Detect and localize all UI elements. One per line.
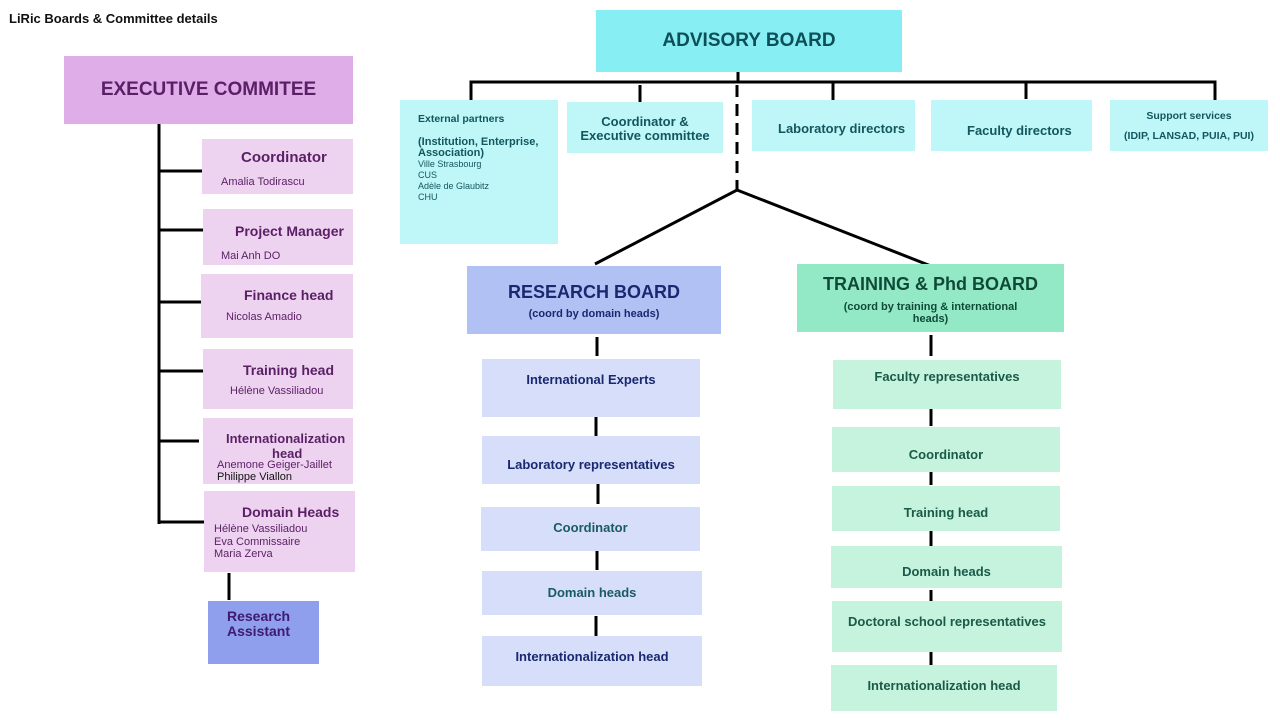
executive-committee-box[interactable]: EXECUTIVE COMMITEE <box>64 56 353 124</box>
training-member[interactable]: Training head <box>832 486 1060 531</box>
external-partners-title: External partners <box>418 113 505 125</box>
member-name: Hélène Vassiliadou <box>214 523 308 535</box>
research-member-label: International Experts <box>526 372 656 387</box>
training-member[interactable]: Domain heads <box>831 546 1062 588</box>
training-member-label: Doctoral school representatives <box>848 614 1046 629</box>
advisory-member-label: Laboratory directors <box>778 121 906 136</box>
exec-member-finance-head[interactable]: Finance head Nicolas Amadio <box>201 274 353 338</box>
training-member-label: Coordinator <box>908 447 984 462</box>
training-member-label: Training head <box>903 505 989 520</box>
member-role: Internationalization <box>226 431 346 446</box>
page-title: LiRic Boards & Committee details <box>9 11 218 26</box>
advisory-member-label: Faculty directors <box>967 123 1072 138</box>
support-services-title: Support services <box>1146 110 1232 122</box>
research-member-label: Internationalization head <box>515 649 669 664</box>
advisory-laboratory-directors[interactable]: Laboratory directors <box>752 100 915 151</box>
research-assistant-label: Research <box>227 608 291 624</box>
support-services-detail: (IDIP, LANSAD, PUIA, PUI) <box>1124 130 1254 142</box>
research-member[interactable]: Coordinator <box>481 507 700 551</box>
member-name: Eva Commissaire <box>214 536 301 548</box>
member-role: Finance head <box>244 287 334 303</box>
advisory-member-label: Executive committee <box>580 128 710 143</box>
advisory-board-box[interactable]: ADVISORY BOARD <box>596 10 902 72</box>
member-role: Project Manager <box>235 223 344 239</box>
member-role: Training head <box>243 362 335 378</box>
member-name: Anemone Geiger-Jaillet <box>217 459 332 471</box>
research-member-label: Laboratory representatives <box>507 457 675 472</box>
training-member-label: Faculty representatives <box>874 369 1020 384</box>
research-member-label: Coordinator <box>553 520 628 535</box>
member-role: Coordinator <box>241 149 327 166</box>
research-assistant-label: Assistant <box>227 623 291 639</box>
external-partner-item: Ville Strasbourg <box>418 159 482 169</box>
member-role: head <box>272 446 303 461</box>
training-member[interactable]: Doctoral school representatives <box>832 601 1062 652</box>
training-member-label: Internationalization head <box>867 678 1021 693</box>
executive-committee-heading: EXECUTIVE COMMITEE <box>100 79 317 100</box>
training-member[interactable]: Faculty representatives <box>833 360 1061 409</box>
advisory-faculty-directors[interactable]: Faculty directors <box>931 100 1092 151</box>
research-member[interactable]: Domain heads <box>482 571 702 615</box>
member-name: Amalia Todirascu <box>221 176 305 188</box>
advisory-member-label: Coordinator & <box>601 114 689 129</box>
member-name: Philippe Viallon <box>217 471 293 483</box>
member-name: Mai Anh DO <box>221 250 281 262</box>
exec-member-training-head[interactable]: Training head Hélène Vassiliadou <box>203 349 353 409</box>
research-member[interactable]: Laboratory representatives <box>482 436 700 484</box>
training-board-subheading: heads) <box>912 313 949 325</box>
external-partner-item: CHU <box>418 192 438 202</box>
advisory-board-heading: ADVISORY BOARD <box>662 30 836 51</box>
research-board-box[interactable]: RESEARCH BOARD (coord by domain heads) <box>467 266 721 334</box>
member-name: Maria Zerva <box>214 548 273 560</box>
training-board-box[interactable]: TRAINING & Phd BOARD (coord by training … <box>797 264 1064 332</box>
research-member[interactable]: International Experts <box>482 359 700 417</box>
external-partners-subtitle: (Institution, Enterprise, <box>418 136 539 148</box>
training-board-heading: TRAINING & Phd BOARD <box>823 274 1038 294</box>
research-board-heading: RESEARCH BOARD <box>507 282 680 302</box>
member-role: Domain Heads <box>242 504 340 520</box>
member-name: Nicolas Amadio <box>226 311 302 323</box>
adv-split-line <box>594 188 932 268</box>
exec-member-internationalization-head[interactable]: Internationalization head Anemone Geiger… <box>203 418 353 484</box>
advisory-support-services[interactable]: Support services (IDIP, LANSAD, PUIA, PU… <box>1110 100 1268 151</box>
research-member-label: Domain heads <box>547 585 637 600</box>
research-assistant-box[interactable]: Research Assistant <box>208 601 319 664</box>
adv-bar-line <box>469 80 1217 102</box>
advisory-external-partners[interactable]: External partners (Institution, Enterpri… <box>400 100 558 244</box>
training-member[interactable]: Coordinator <box>832 427 1060 472</box>
external-partner-item: Adèle de Glaubitz <box>418 181 490 191</box>
training-board-subheading: (coord by training & international <box>843 301 1018 313</box>
training-member[interactable]: Internationalization head <box>831 665 1057 711</box>
external-partner-item: CUS <box>418 170 438 180</box>
exec-member-project-manager[interactable]: Project Manager Mai Anh DO <box>203 209 353 265</box>
research-board-subheading: (coord by domain heads) <box>528 308 660 320</box>
exec-member-domain-heads[interactable]: Domain Heads Hélène Vassiliadou Eva Comm… <box>204 491 355 572</box>
member-name: Hélène Vassiliadou <box>230 385 324 397</box>
exec-member-coordinator[interactable]: Coordinator Amalia Todirascu <box>202 139 353 194</box>
research-member[interactable]: Internationalization head <box>482 636 702 686</box>
external-partners-subtitle: Association) <box>418 147 485 159</box>
training-member-label: Domain heads <box>902 564 991 579</box>
advisory-coordinator-executive[interactable]: Coordinator & Executive committee <box>567 102 723 153</box>
